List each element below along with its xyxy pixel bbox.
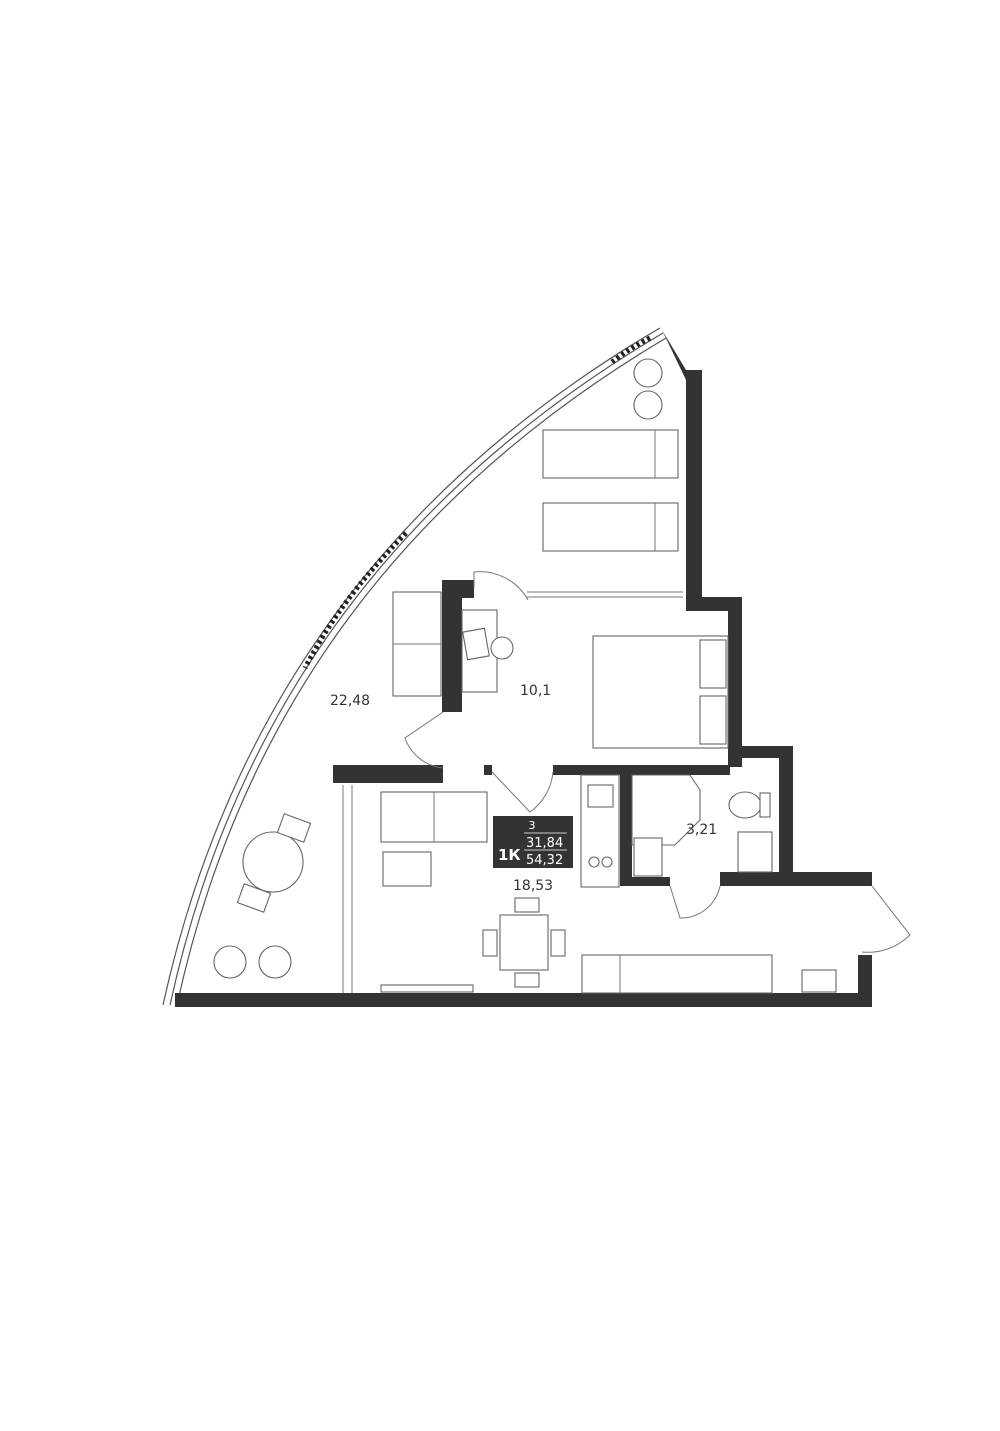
toilet bbox=[728, 791, 771, 819]
tv-stand bbox=[380, 984, 474, 993]
living-total-value: 31,84 bbox=[526, 836, 563, 851]
bathroom-area-label: 3,21 bbox=[686, 822, 717, 838]
floor-number: 3 bbox=[529, 819, 536, 832]
desk bbox=[461, 609, 514, 693]
kitchen-unit bbox=[580, 774, 620, 888]
hall-bench bbox=[801, 969, 837, 993]
walls bbox=[175, 330, 872, 1007]
total-area-value: 54,32 bbox=[526, 853, 563, 868]
sofa bbox=[380, 791, 488, 887]
bedroom-area-label: 10,1 bbox=[520, 683, 551, 699]
shower bbox=[631, 774, 701, 846]
terrace-curve bbox=[162, 327, 667, 1006]
living-area-label: 18,53 bbox=[513, 878, 553, 894]
bedroom-armchair bbox=[392, 591, 442, 697]
apartment-badge: 3 1К 31,84 54,32 bbox=[493, 816, 573, 868]
wardrobe bbox=[581, 954, 773, 994]
apartment-type: 1К bbox=[498, 846, 521, 864]
terrace-area-label: 22,48 bbox=[330, 693, 370, 709]
double-bed bbox=[592, 635, 729, 749]
window-left bbox=[342, 785, 353, 993]
plant-icon bbox=[213, 358, 663, 979]
dining-table bbox=[482, 897, 566, 988]
terrace-loungers bbox=[527, 429, 683, 598]
doors bbox=[404, 571, 911, 953]
terrace-table bbox=[236, 813, 312, 913]
bathroom-sink bbox=[633, 831, 773, 877]
